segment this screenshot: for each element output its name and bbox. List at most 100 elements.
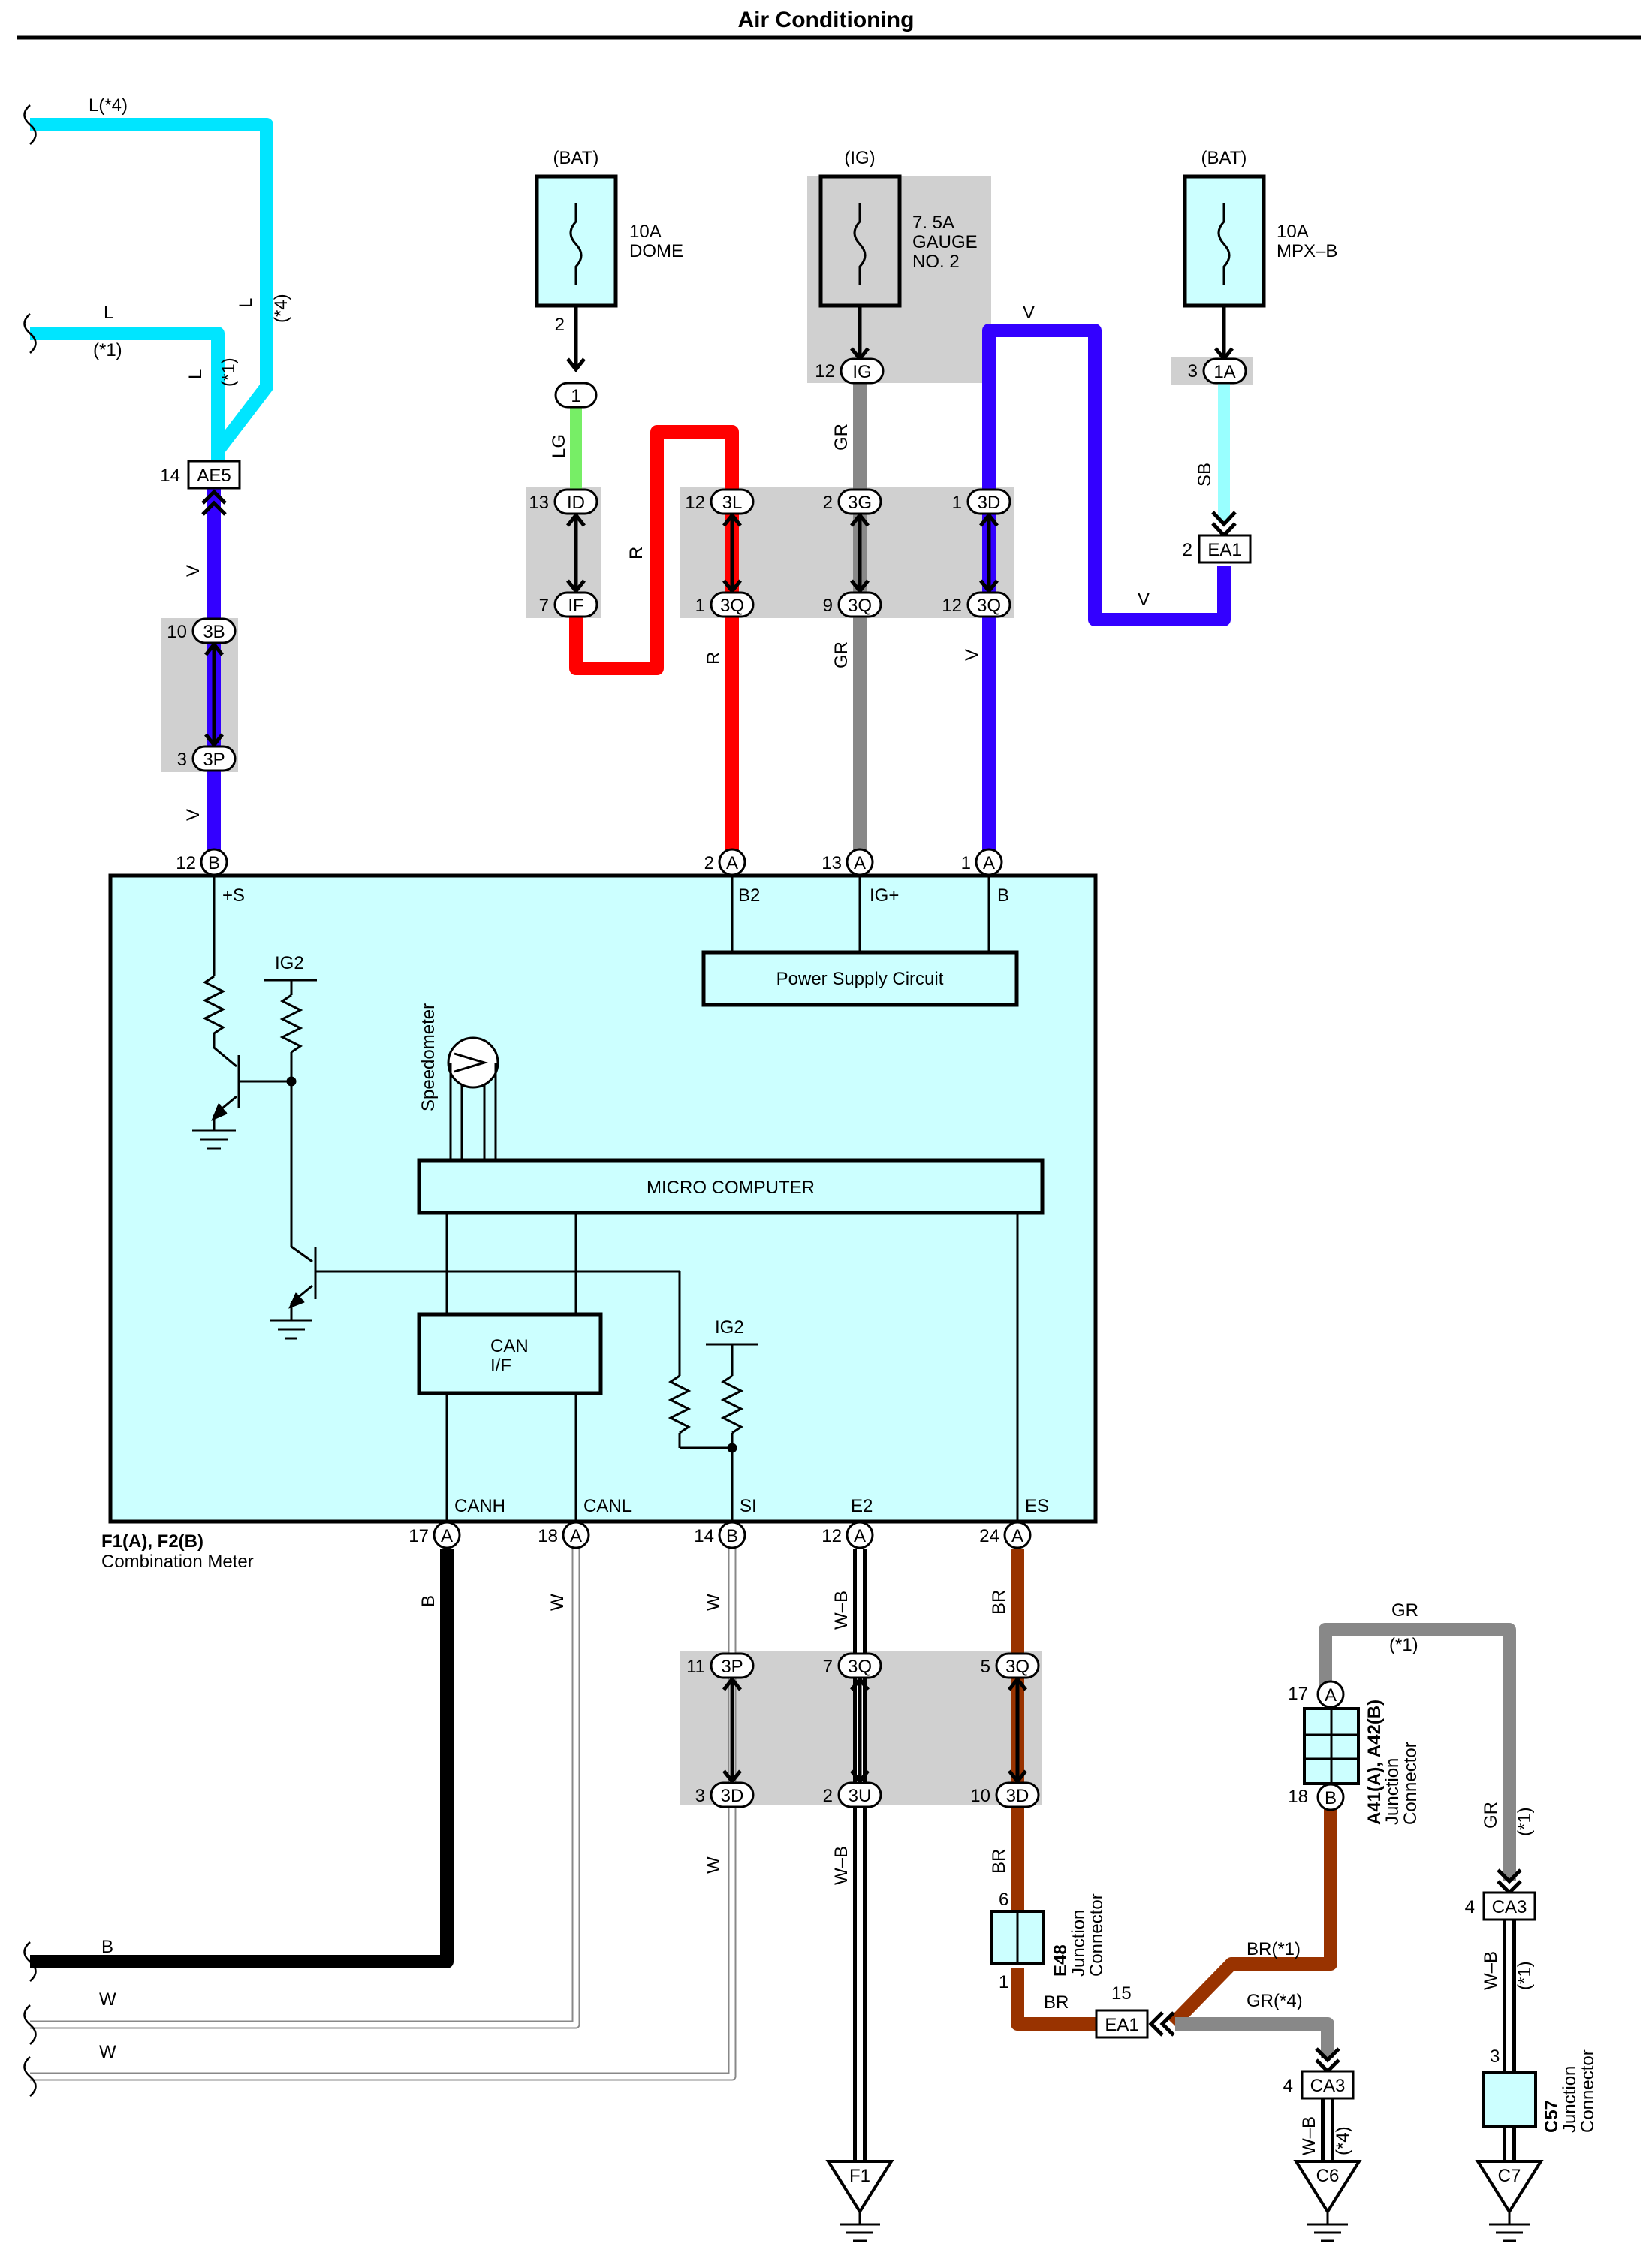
module-pin-m_canh-name: A (441, 1526, 453, 1546)
wire-b (30, 1549, 454, 1968)
wire-l-1 (30, 327, 225, 451)
connector-id (553, 488, 598, 515)
wire-label-b-left: B (101, 1937, 113, 1957)
wire-label-gr-right-vertical: GR (1481, 1802, 1501, 1829)
a41-desc-2: Connector (1400, 1742, 1421, 1825)
connector-j3u-pin: 2 (823, 1786, 833, 1806)
ground-c6-label: C6 (1316, 2166, 1340, 2186)
module-pin-m_canl-number: 18 (538, 1526, 558, 1546)
ground-f1: F1 (825, 2160, 894, 2242)
wire-label-b-vertical: B (418, 1595, 439, 1607)
wire-w-si (30, 1549, 735, 2080)
wire-br-e48-ea1 (1011, 1968, 1100, 2031)
connector-j3u-name: 3U (849, 1786, 872, 1806)
module-pin-m_plus_s-number: 12 (176, 853, 196, 873)
connector-c3q_v-name: 3Q (977, 596, 1001, 616)
svg-text:CA3: CA3 (1492, 1897, 1527, 1917)
connector-j3d_b-pin: 10 (970, 1786, 990, 1806)
wire-label-w-3: W (704, 1856, 724, 1874)
module-name-2: Combination Meter (101, 1552, 254, 1572)
a41-name: A41(A), A42(B) (1364, 1700, 1385, 1825)
wire-end-squiggle (23, 2004, 37, 2045)
connector-ea1-top: EA1 (1198, 534, 1252, 564)
wire-br-a41-ea1 (1168, 1802, 1337, 2029)
connector-c3l-pin: 12 (685, 493, 705, 513)
module-pin-m_b2-number: 2 (704, 853, 714, 873)
plus-s-transistor-circuit (192, 876, 291, 1150)
svg-text:B: B (1325, 1788, 1337, 1808)
fuse-mpx-supply: (BAT) (1201, 148, 1247, 168)
pin-ae5: 14 (160, 466, 180, 486)
fuse-gauge (818, 174, 902, 363)
connector-c3l (710, 488, 755, 515)
connector-j3q_a-pin: 7 (823, 1657, 833, 1677)
connector-if-name: IF (568, 596, 583, 616)
can-if-label-1: CAN (490, 1336, 529, 1356)
micro-computer (417, 1158, 1045, 1215)
module-pin-m_canl: A18 (538, 1521, 590, 1549)
pin-ca3-right: 4 (1465, 1897, 1475, 1917)
wire-label-r-1: R (626, 547, 647, 559)
wire-label-gr-top-right: GR (1391, 1600, 1418, 1621)
wire-label-l-vertical-1: L (185, 369, 206, 379)
module-pin-m_plus_s-name: B (208, 853, 220, 873)
module-pin-m_ig-number: 13 (821, 853, 842, 873)
wire-label-star1-right-vertical: (*1) (1515, 1807, 1535, 1836)
e48-pin-bottom: 1 (999, 1972, 1008, 1992)
wire-gr-4 (1175, 2017, 1334, 2058)
wire-label-star4-c6: (*4) (1333, 2126, 1353, 2155)
connector-c3g-pin: 2 (823, 493, 833, 513)
ground-c7: C7 (1475, 2160, 1544, 2242)
a41-pin-top: 17 (1288, 1684, 1308, 1704)
terminal-b: B (997, 885, 1009, 906)
wire-label-star1-c7: (*1) (1515, 1961, 1535, 1990)
terminal-b2: B2 (738, 885, 760, 906)
si-transistor-circuit (270, 1245, 758, 1522)
wire-label-w-1: W (547, 1594, 568, 1611)
speedometer-icon (447, 1036, 499, 1160)
module-pin-m_ig: A13 (821, 848, 874, 876)
module-pin-m_es-number: 24 (979, 1526, 999, 1546)
connector-j3q_b-name: 3Q (1005, 1657, 1029, 1677)
connector-c3g-name: 3G (848, 493, 872, 513)
wire-label-l4: L(*4) (89, 95, 128, 116)
terminal-plus-s: +S (222, 885, 245, 906)
wire-w-canl (30, 1549, 579, 2028)
module-pin-m_b2: A2 (704, 848, 746, 876)
module-pin-m_b-name: A (983, 853, 995, 873)
wire-label-v-2: V (183, 809, 203, 821)
fuse-mpx-rating: 10A (1277, 222, 1309, 242)
connector-ca3-left: CA3 (1301, 2070, 1355, 2100)
wire-label-br1: BR(*1) (1247, 1939, 1301, 1959)
wire-label-sb: SB (1195, 463, 1215, 487)
terminal-es: ES (1025, 1496, 1049, 1516)
power-supply-label: Power Supply Circuit (776, 969, 944, 989)
fuse-dome-rating: 10A (629, 222, 662, 242)
ig2-pullup-upper (264, 979, 317, 1247)
e48-name: E48 (1051, 1944, 1071, 1977)
connector-c3l-name: 3L (722, 493, 743, 513)
connector-c3q_r-pin: 1 (695, 596, 705, 616)
wire-label-wb-c6: W–B (1299, 2116, 1319, 2155)
module-pin-m_b-number: 1 (961, 853, 971, 873)
wire-label-star1: (*1) (93, 340, 122, 360)
fuse-mpx (1183, 174, 1266, 363)
wire-v-right (982, 324, 1231, 862)
pin-ea1-top: 2 (1183, 540, 1192, 560)
wire-label-star4-vertical: (*4) (271, 294, 291, 323)
fuse-dome-supply: (BAT) (553, 148, 599, 168)
wire-l-4 (30, 118, 273, 473)
wire-label-lg: LG (549, 434, 569, 458)
connector-b3p (191, 745, 237, 772)
connector-c3q_r-name: 3Q (720, 596, 744, 616)
wire-label-v-5: V (962, 649, 982, 661)
wire-label-w-left-2: W (99, 2042, 116, 2062)
c57-desc-1: Junction (1560, 2066, 1580, 2133)
svg-text:A: A (1325, 1685, 1337, 1706)
connector-j3q_a-name: 3Q (848, 1657, 872, 1677)
terminal-e2: E2 (851, 1496, 873, 1516)
wire-label-r-2: R (704, 652, 724, 665)
connector-j3p-pin: 11 (686, 1657, 705, 1677)
